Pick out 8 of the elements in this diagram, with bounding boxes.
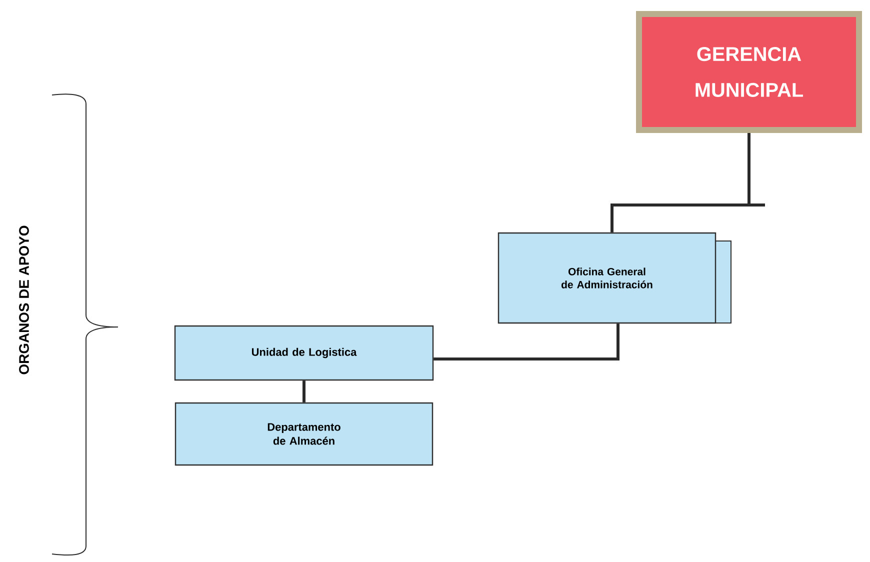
unit-box: Unidad de Logistica <box>174 325 434 381</box>
connector-line <box>434 324 620 360</box>
unit-box: Departamento de Almacén <box>174 402 434 466</box>
connector-line <box>610 133 750 232</box>
connector-line <box>302 380 306 402</box>
management-box: GERENCIA MUNICIPAL <box>636 11 862 133</box>
side-label: ORGANOS DE APOYO <box>19 226 29 374</box>
office-box: Oficina General de Administración <box>498 232 732 324</box>
